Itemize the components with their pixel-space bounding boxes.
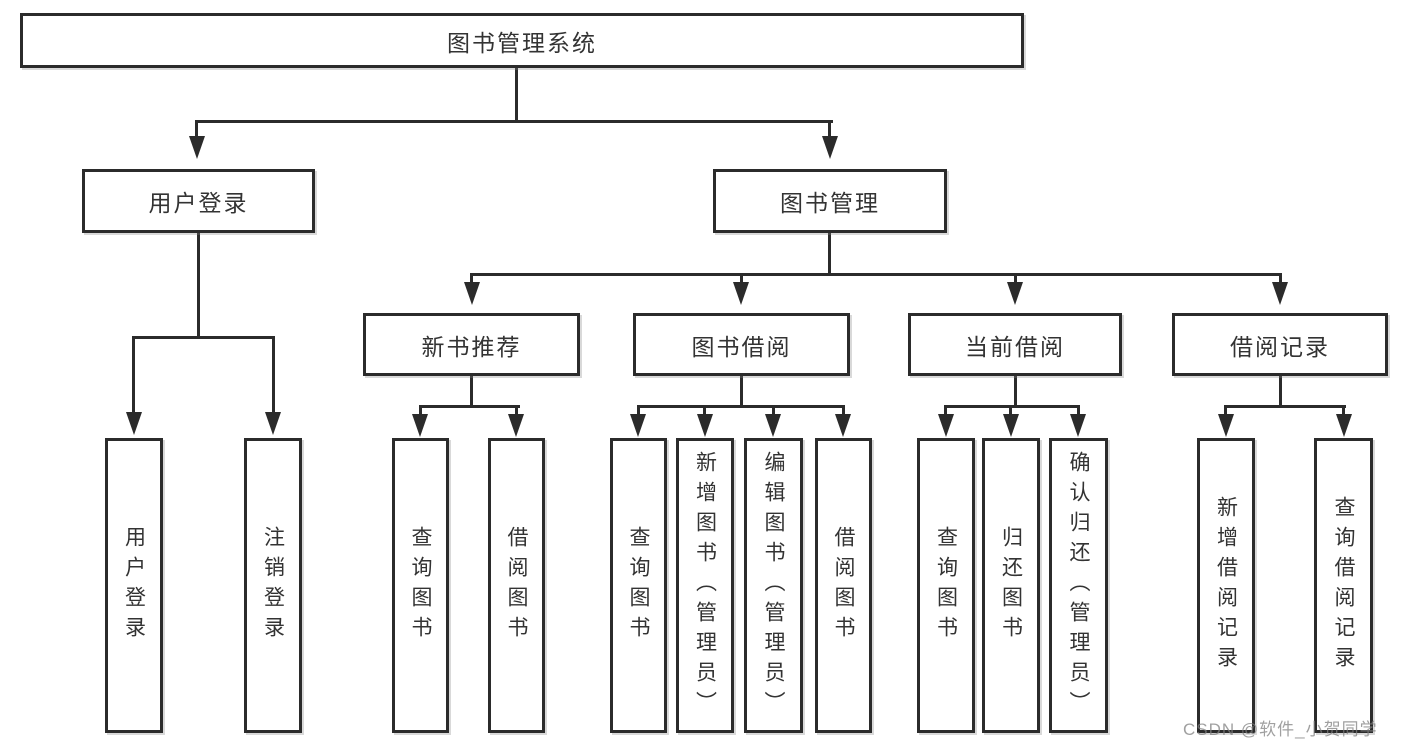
arrowhead-to-add-borrow-record	[1218, 414, 1234, 437]
connector-borrowing-drop-3	[772, 405, 775, 417]
arrowhead-to-query-books-recommend	[412, 414, 428, 437]
connector-current-drop-3	[1077, 405, 1080, 417]
connector-recommend-drop-1	[419, 405, 422, 417]
leaf-add-book-admin: 新增图书（管理员）	[676, 438, 734, 733]
connector-book-mgmt-branch	[470, 273, 1282, 276]
leaf-return-books: 归还图书	[982, 438, 1040, 733]
connector-book-mgmt-drop-3	[1014, 273, 1017, 284]
connector-records-drop-2	[1342, 405, 1345, 417]
arrowhead-to-leaf-logout	[265, 412, 281, 435]
arrowhead-to-add-book-admin	[697, 414, 713, 437]
connector-user-login-branch	[132, 336, 275, 339]
connector-borrowing-drop-4	[842, 405, 845, 417]
leaf-borrow-books: 借阅图书	[815, 438, 872, 733]
connector-recommend-stem	[470, 376, 473, 408]
node-new-book-recommendation: 新书推荐	[363, 313, 580, 376]
leaf-user-login: 用户登录	[105, 438, 163, 733]
connector-user-login-drop-1	[132, 336, 135, 414]
connector-borrowing-drop-2	[703, 405, 706, 417]
connector-root-branch	[196, 120, 833, 123]
node-label: 借阅记录	[1230, 333, 1330, 360]
arrowhead-to-leaf-user-login	[126, 412, 142, 435]
node-label: 查询借阅记录	[1332, 495, 1355, 676]
arrowhead-to-current-borrowing	[1007, 282, 1023, 305]
connector-recommend-drop-2	[515, 405, 518, 417]
connector-user-login-stem	[197, 233, 200, 339]
connector-root-drop-right	[828, 120, 831, 138]
connector-records-stem	[1279, 376, 1282, 408]
node-label: 图书借阅	[691, 333, 792, 360]
node-label: 新增图书（管理员）	[693, 450, 717, 721]
connector-borrowing-stem	[740, 376, 743, 408]
arrowhead-to-return-books	[1003, 414, 1019, 437]
leaf-query-books-recommend: 查询图书	[392, 438, 449, 733]
leaf-logout: 注销登录	[244, 438, 302, 733]
node-label: 查询图书	[409, 525, 432, 646]
node-label: 新增借阅记录	[1214, 495, 1238, 676]
node-library-management-system: 图书管理系统	[20, 13, 1024, 68]
connector-book-mgmt-drop-4	[1279, 273, 1282, 284]
arrowhead-to-borrow-books-recommend	[508, 414, 524, 437]
connector-current-drop-1	[944, 405, 947, 417]
arrowhead-to-edit-book-admin	[765, 414, 781, 437]
arrowhead-to-query-borrow-record	[1336, 414, 1352, 437]
connector-borrowing-drop-1	[637, 405, 640, 417]
leaf-borrow-books-recommend: 借阅图书	[488, 438, 545, 733]
arrowhead-to-query-books-borrowing	[630, 414, 646, 437]
leaf-add-borrow-record: 新增借阅记录	[1197, 438, 1255, 733]
node-book-borrowing: 图书借阅	[633, 313, 850, 376]
connector-book-mgmt-stem	[828, 233, 831, 276]
node-borrowing-records: 借阅记录	[1172, 313, 1388, 376]
arrowhead-to-borrowing-records	[1272, 282, 1288, 305]
connector-current-branch	[944, 405, 1080, 408]
node-label: 查询图书	[934, 525, 958, 646]
connector-root-stem	[515, 68, 518, 123]
node-book-management: 图书管理	[713, 169, 947, 233]
node-label: 图书管理系统	[447, 29, 597, 56]
node-current-borrowing: 当前借阅	[908, 313, 1122, 376]
connector-book-mgmt-drop-1	[470, 273, 473, 284]
node-label: 用户登录	[148, 190, 249, 216]
connector-current-drop-2	[1009, 405, 1012, 417]
arrowhead-to-new-book-recommendation	[464, 282, 480, 305]
connector-borrowing-branch	[637, 405, 845, 408]
connector-current-stem	[1014, 376, 1017, 408]
node-label: 借阅图书	[505, 525, 528, 646]
node-label: 图书管理	[780, 190, 880, 216]
node-label: 确认归还（管理员）	[1067, 450, 1090, 721]
arrowhead-to-borrow-books	[835, 414, 851, 437]
leaf-edit-book-admin: 编辑图书（管理员）	[744, 438, 803, 733]
connector-records-drop-1	[1224, 405, 1227, 417]
connector-book-mgmt-drop-2	[740, 273, 743, 284]
connector-user-login-drop-2	[272, 336, 275, 414]
node-label: 归还图书	[999, 525, 1023, 646]
node-label: 新书推荐	[421, 333, 522, 360]
node-label: 用户登录	[122, 525, 146, 646]
arrowhead-to-book-management	[822, 136, 838, 159]
arrowhead-to-confirm-return-admin	[1070, 414, 1086, 437]
node-label: 注销登录	[261, 525, 285, 646]
leaf-confirm-return-admin: 确认归还（管理员）	[1049, 438, 1108, 733]
arrowhead-to-user-login	[189, 136, 205, 159]
node-label: 查询图书	[627, 525, 650, 646]
leaf-query-books-current: 查询图书	[917, 438, 975, 733]
arrowhead-to-book-borrowing	[733, 282, 749, 305]
connector-records-branch	[1224, 405, 1346, 408]
node-label: 编辑图书（管理员）	[762, 450, 785, 721]
leaf-query-borrow-record: 查询借阅记录	[1314, 438, 1373, 733]
csdn-watermark: CSDN @软件_小贺同学	[1183, 720, 1378, 739]
node-label: 当前借阅	[965, 333, 1065, 360]
arrowhead-to-query-books-current	[938, 414, 954, 437]
node-label: 借阅图书	[832, 525, 855, 646]
connector-recommend-branch	[419, 405, 520, 408]
leaf-query-books-borrowing: 查询图书	[610, 438, 667, 733]
node-user-login: 用户登录	[82, 169, 315, 233]
connector-root-drop-left	[195, 120, 198, 138]
